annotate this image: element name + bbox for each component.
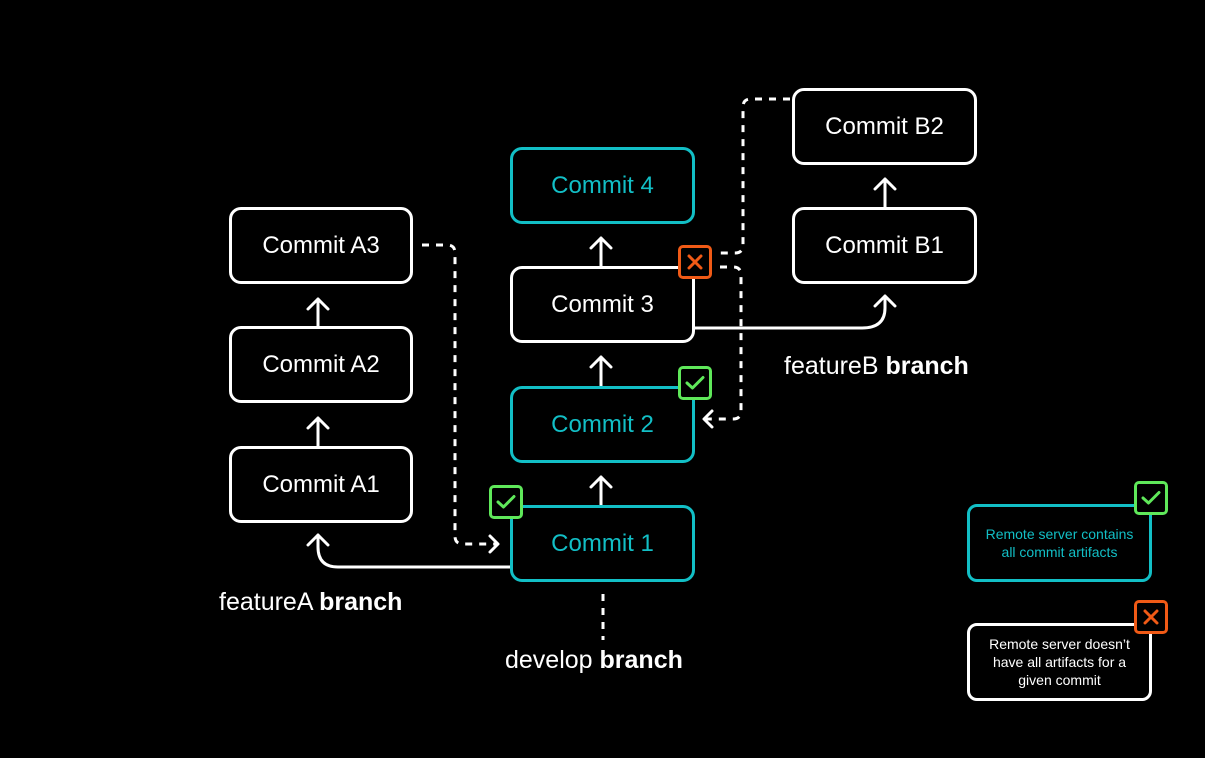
commit-2-status-badge — [678, 366, 712, 400]
featureb-branch-name: featureB — [784, 352, 879, 380]
legend-bad: Remote server doesn’t have all artifacts… — [967, 623, 1152, 701]
edge-b1-b2 — [873, 177, 897, 209]
edge-a2-a3 — [306, 297, 330, 329]
check-icon — [1141, 491, 1161, 505]
featureb-branch-suffix: branch — [885, 352, 969, 380]
commit-b2[interactable]: Commit B2 — [792, 88, 977, 165]
commit-3-status-badge — [678, 245, 712, 279]
merge-a3-c1-head — [488, 534, 500, 554]
commit-a3[interactable]: Commit A3 — [229, 207, 413, 284]
edge-c2-c3 — [589, 355, 613, 388]
merge-b2-c3 — [720, 97, 790, 255]
x-icon — [687, 254, 703, 270]
edge-c3-c4 — [589, 236, 613, 269]
featurea-branch-name: featureA — [219, 588, 313, 616]
develop-branch-suffix: branch — [599, 646, 683, 674]
legend-bad-text: Remote server doesn’t have all artifacts… — [989, 636, 1130, 688]
featurea-branch-suffix: branch — [319, 588, 403, 616]
legend-ok-badge — [1134, 481, 1168, 515]
legend-ok: Remote server contains all commit artifa… — [967, 504, 1152, 582]
commit-4[interactable]: Commit 4 — [510, 147, 695, 224]
commit-3[interactable]: Commit 3 — [510, 266, 695, 343]
x-icon — [1143, 609, 1159, 625]
edge-c3-b1 — [693, 294, 897, 330]
merge-a3-c1 — [422, 243, 496, 546]
commit-a1[interactable]: Commit A1 — [229, 446, 413, 523]
legend-bad-badge — [1134, 600, 1168, 634]
develop-branch-name: develop — [505, 646, 593, 674]
edge-c1-a1 — [306, 533, 512, 569]
check-icon — [496, 495, 516, 509]
commit-1-status-badge — [489, 485, 523, 519]
legend-ok-text: Remote server contains all commit artifa… — [985, 526, 1134, 560]
edge-a1-a2 — [306, 416, 330, 448]
commit-b1[interactable]: Commit B1 — [792, 207, 977, 284]
featurea-branch-label: featureA branch — [219, 588, 402, 617]
commit-2[interactable]: Commit 2 — [510, 386, 695, 463]
edge-c1-c2 — [589, 475, 613, 508]
commit-1[interactable]: Commit 1 — [510, 505, 695, 582]
develop-branch-label: develop branch — [505, 646, 683, 675]
merge-c3-c2 — [706, 265, 743, 421]
check-icon — [685, 376, 705, 390]
featureb-branch-label: featureB branch — [784, 352, 969, 381]
commit-a2[interactable]: Commit A2 — [229, 326, 413, 403]
merge-c3-c2-head — [702, 409, 714, 429]
